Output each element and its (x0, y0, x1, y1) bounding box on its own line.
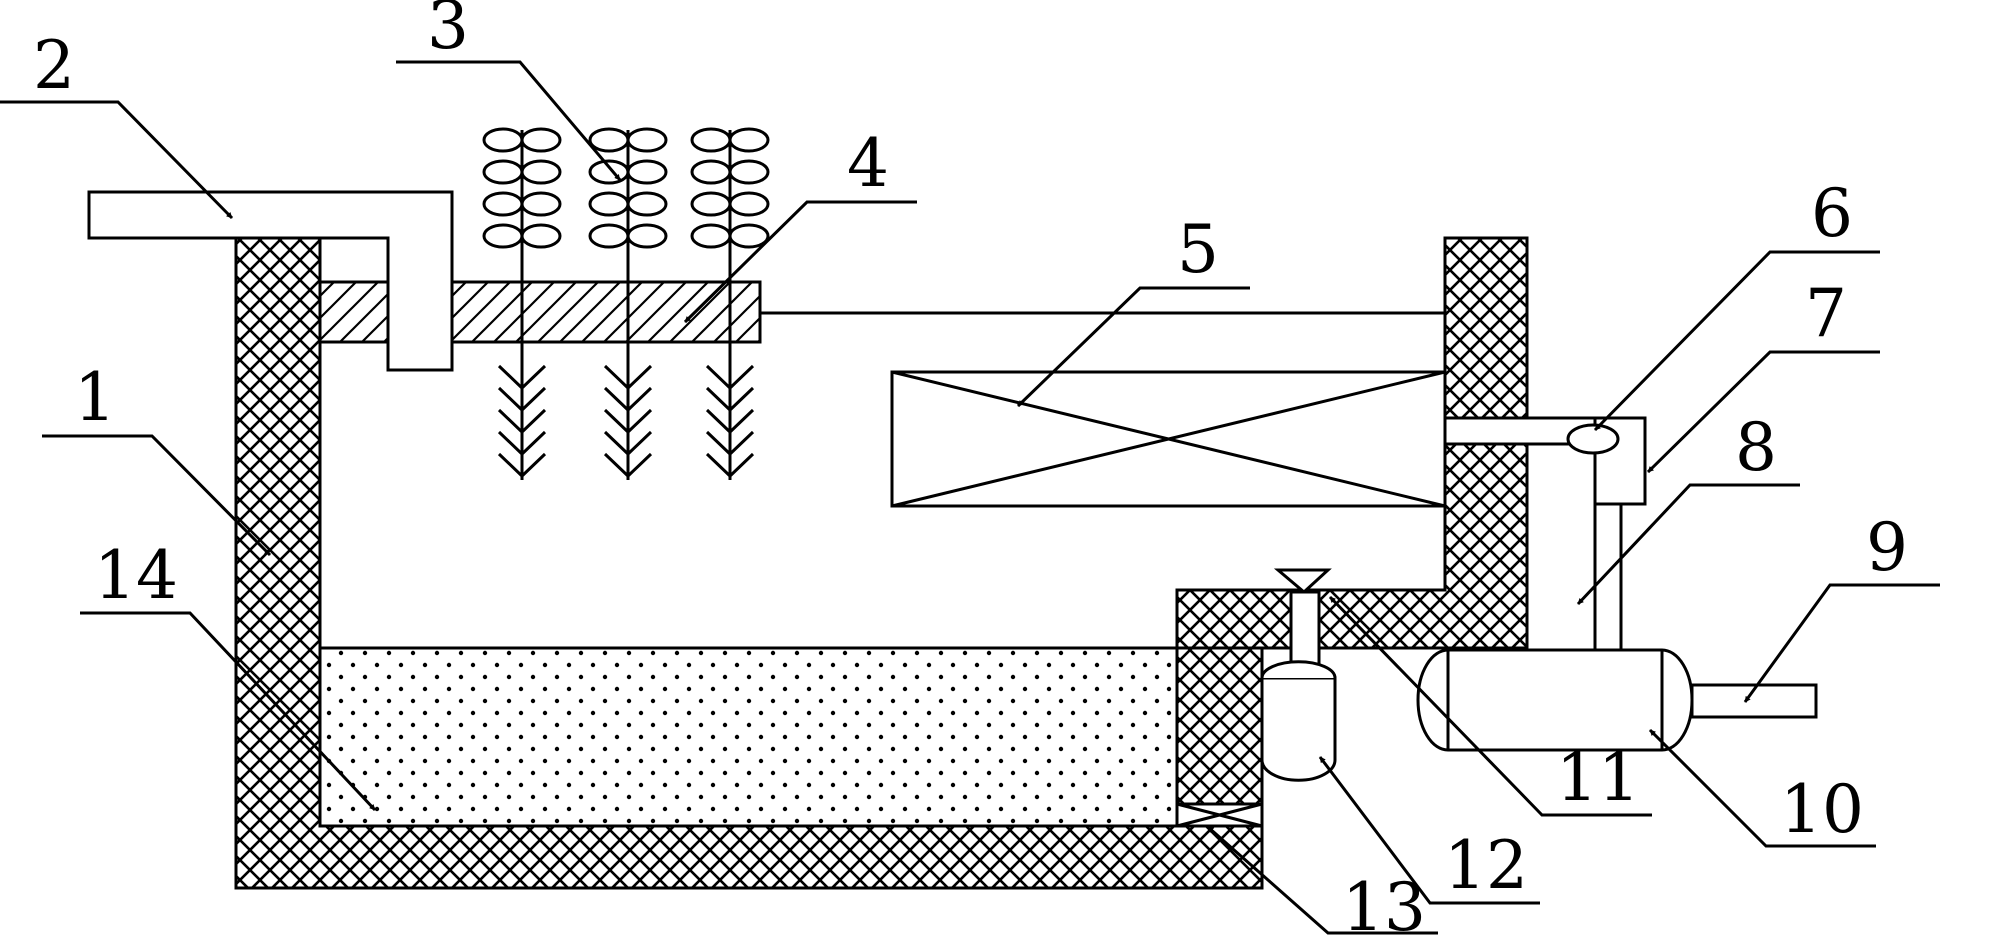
bottom-valve (1175, 802, 1264, 828)
leaders (0, 60, 1940, 935)
label-6: 6 (1811, 175, 1853, 252)
label-2: 2 (33, 27, 75, 104)
label-7: 7 (1805, 275, 1847, 352)
riser-pipe (1593, 502, 1623, 652)
right-wall (1443, 236, 1529, 420)
label-14: 14 (94, 537, 178, 614)
label-13: 13 (1342, 869, 1426, 943)
label-10: 10 (1780, 771, 1864, 848)
valve-knob (1566, 423, 1620, 455)
label-4: 4 (847, 125, 889, 202)
water-body (318, 646, 1179, 828)
label-5: 5 (1177, 211, 1219, 288)
pump (1260, 660, 1337, 782)
inlet-pipe (87, 190, 454, 372)
cylinder-tank (1416, 648, 1694, 752)
label-1: 1 (74, 359, 116, 436)
label-9: 9 (1866, 509, 1908, 586)
funnel (1273, 568, 1332, 594)
label-12: 12 (1444, 827, 1528, 904)
lamp-box (890, 370, 1447, 508)
label-3: 3 (427, 0, 469, 64)
label-11: 11 (1556, 739, 1640, 816)
label-8: 8 (1735, 409, 1777, 486)
